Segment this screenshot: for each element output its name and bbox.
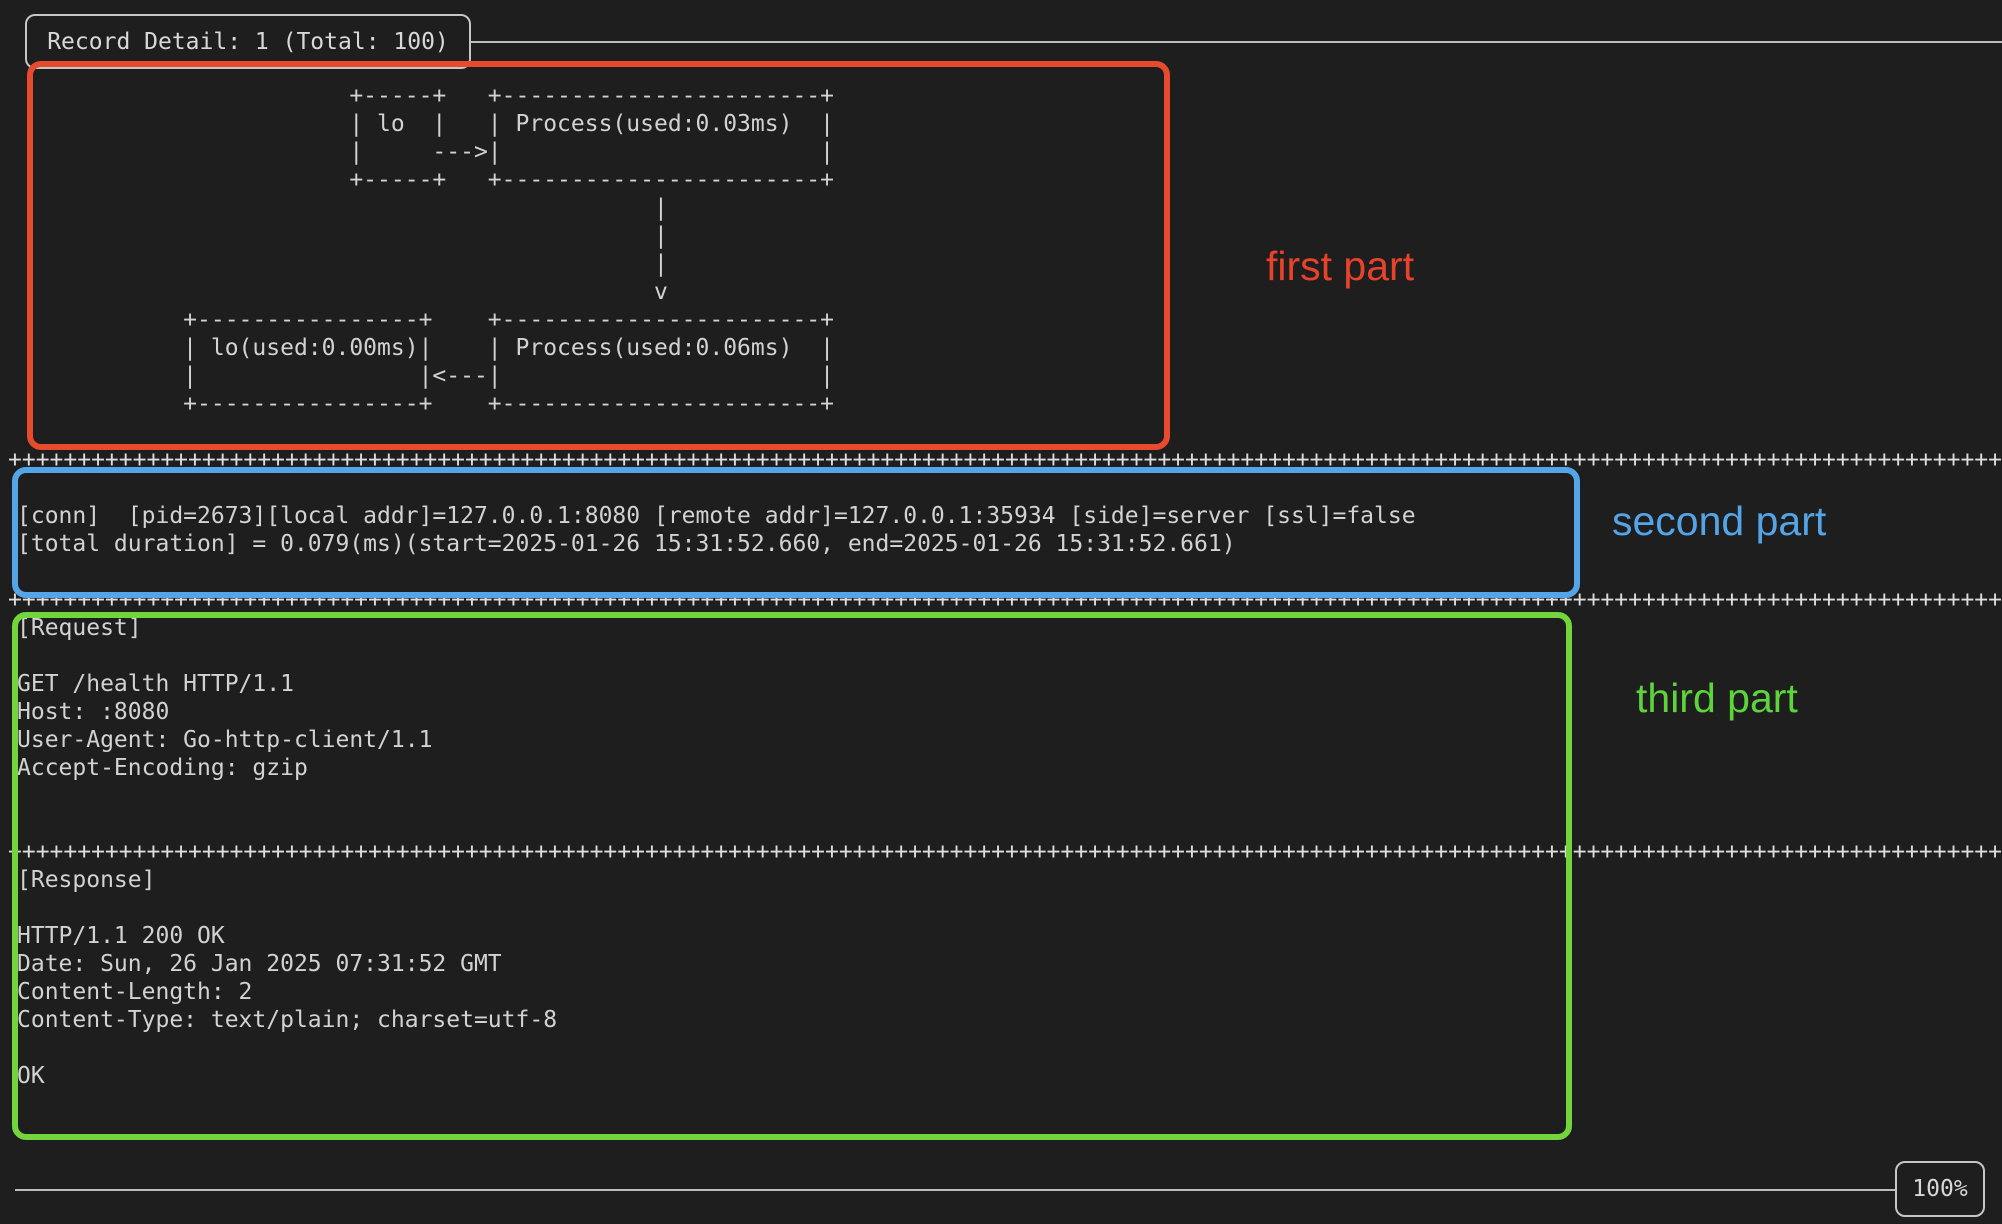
response-section: [Response] HTTP/1.1 200 OK Date: Sun, 26…	[17, 867, 558, 1089]
separator-row-3: ++++++++++++++++++++++++++++++++++++++++…	[8, 839, 2002, 865]
separator-row-2: ++++++++++++++++++++++++++++++++++++++++…	[8, 587, 2002, 613]
packet-flow-diagram: +-----+ +-----------------------+ | lo |…	[183, 83, 834, 417]
second-part-label: second part	[1612, 498, 1827, 544]
third-part-label: third part	[1636, 675, 1798, 721]
first-part-label: first part	[1266, 243, 1415, 289]
frame-top-border	[30, 41, 2002, 43]
title-box: Record Detail: 1 (Total: 100)	[25, 14, 471, 69]
frame-bottom-border	[15, 1189, 1900, 1191]
request-section: [Request] GET /health HTTP/1.1 Host: :80…	[17, 615, 433, 781]
scroll-percent-value: 100%	[1912, 1176, 1968, 1202]
scroll-percent-indicator: 100%	[1895, 1161, 1985, 1217]
separator-row-1: ++++++++++++++++++++++++++++++++++++++++…	[8, 447, 2002, 473]
connection-info: [conn] [pid=2673][local addr]=127.0.0.1:…	[17, 503, 1416, 557]
page-title: Record Detail: 1 (Total: 100)	[47, 28, 449, 55]
